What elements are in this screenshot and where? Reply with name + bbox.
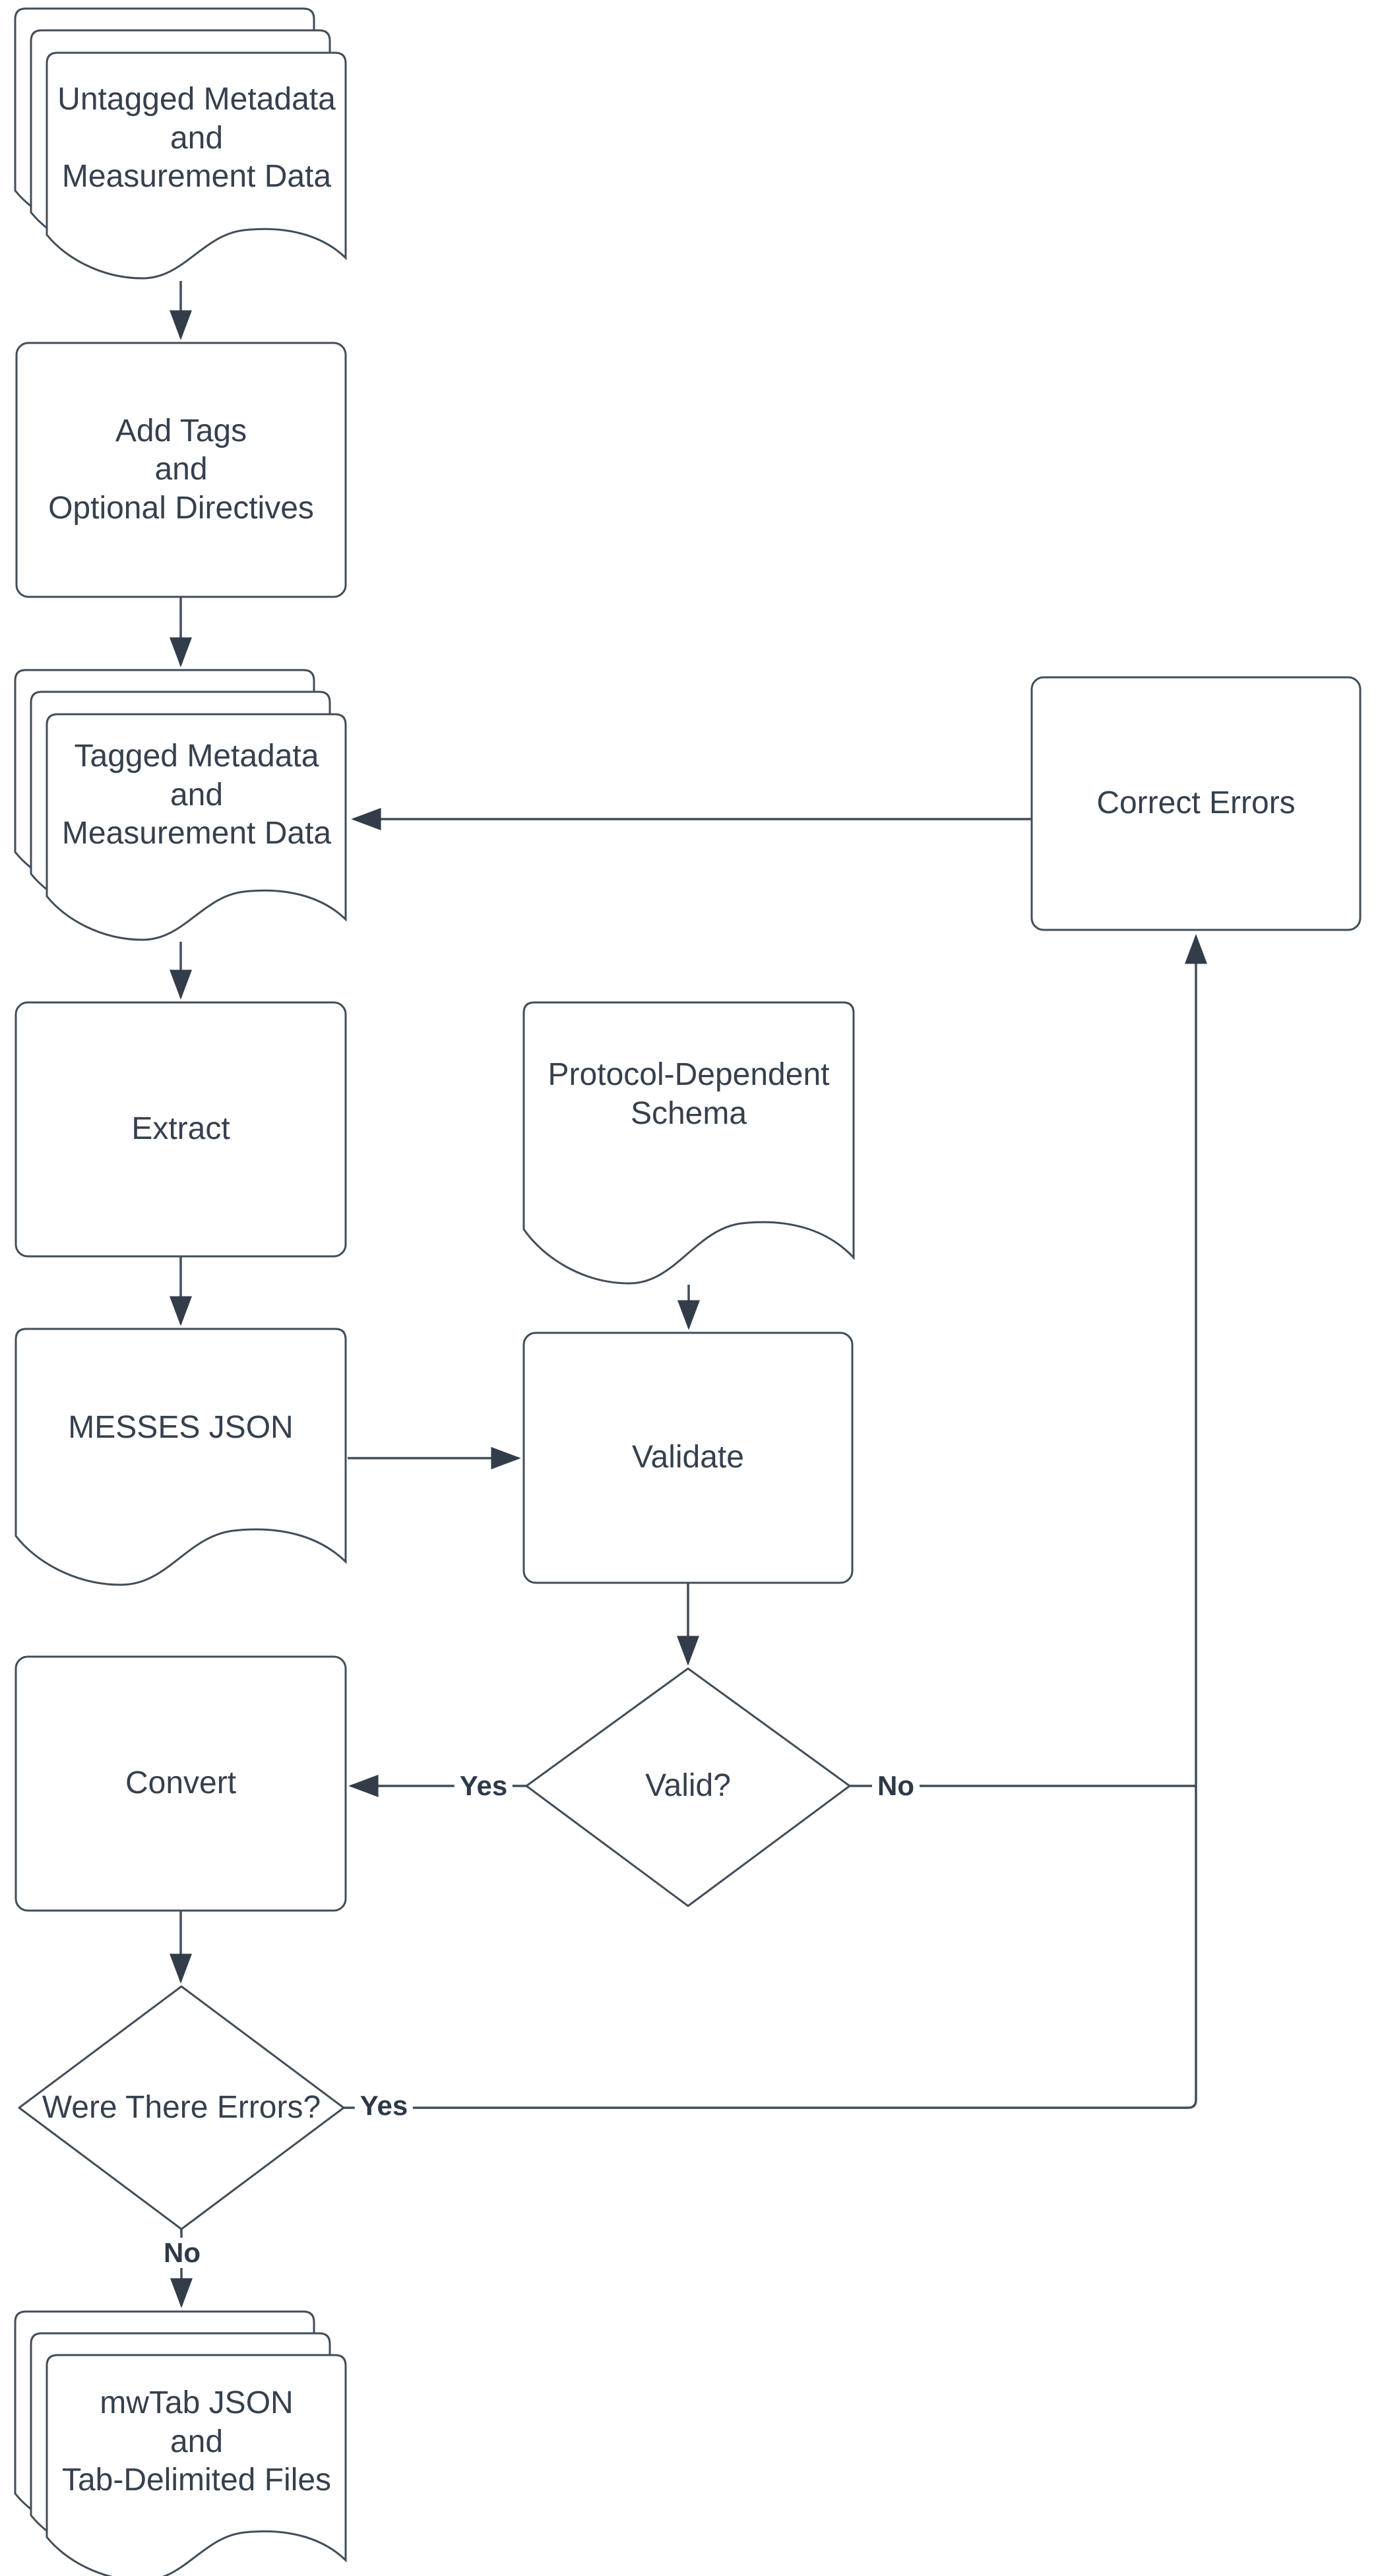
- add-tags-box-shape: [15, 342, 347, 598]
- messes-json-doc-shape: [15, 1328, 347, 1586]
- untagged-data-doc-shape: [46, 51, 347, 280]
- validate-box-shape: [522, 1332, 854, 1584]
- correct-errors-box-shape: [1030, 676, 1362, 931]
- convert-box-shape: [15, 1655, 347, 1912]
- connector-errors-yes-feedback-to-correcterrors: [344, 934, 1207, 2109]
- mwtab-output-doc-shape: [46, 2354, 347, 2576]
- valid-decision-shape: [525, 1667, 851, 1907]
- protocol-schema-doc-shape: [522, 1001, 855, 1285]
- extract-box-shape: [15, 1001, 347, 1258]
- tagged-data-doc-shape: [46, 713, 347, 941]
- were-there-errors-decision-shape: [18, 1985, 345, 2230]
